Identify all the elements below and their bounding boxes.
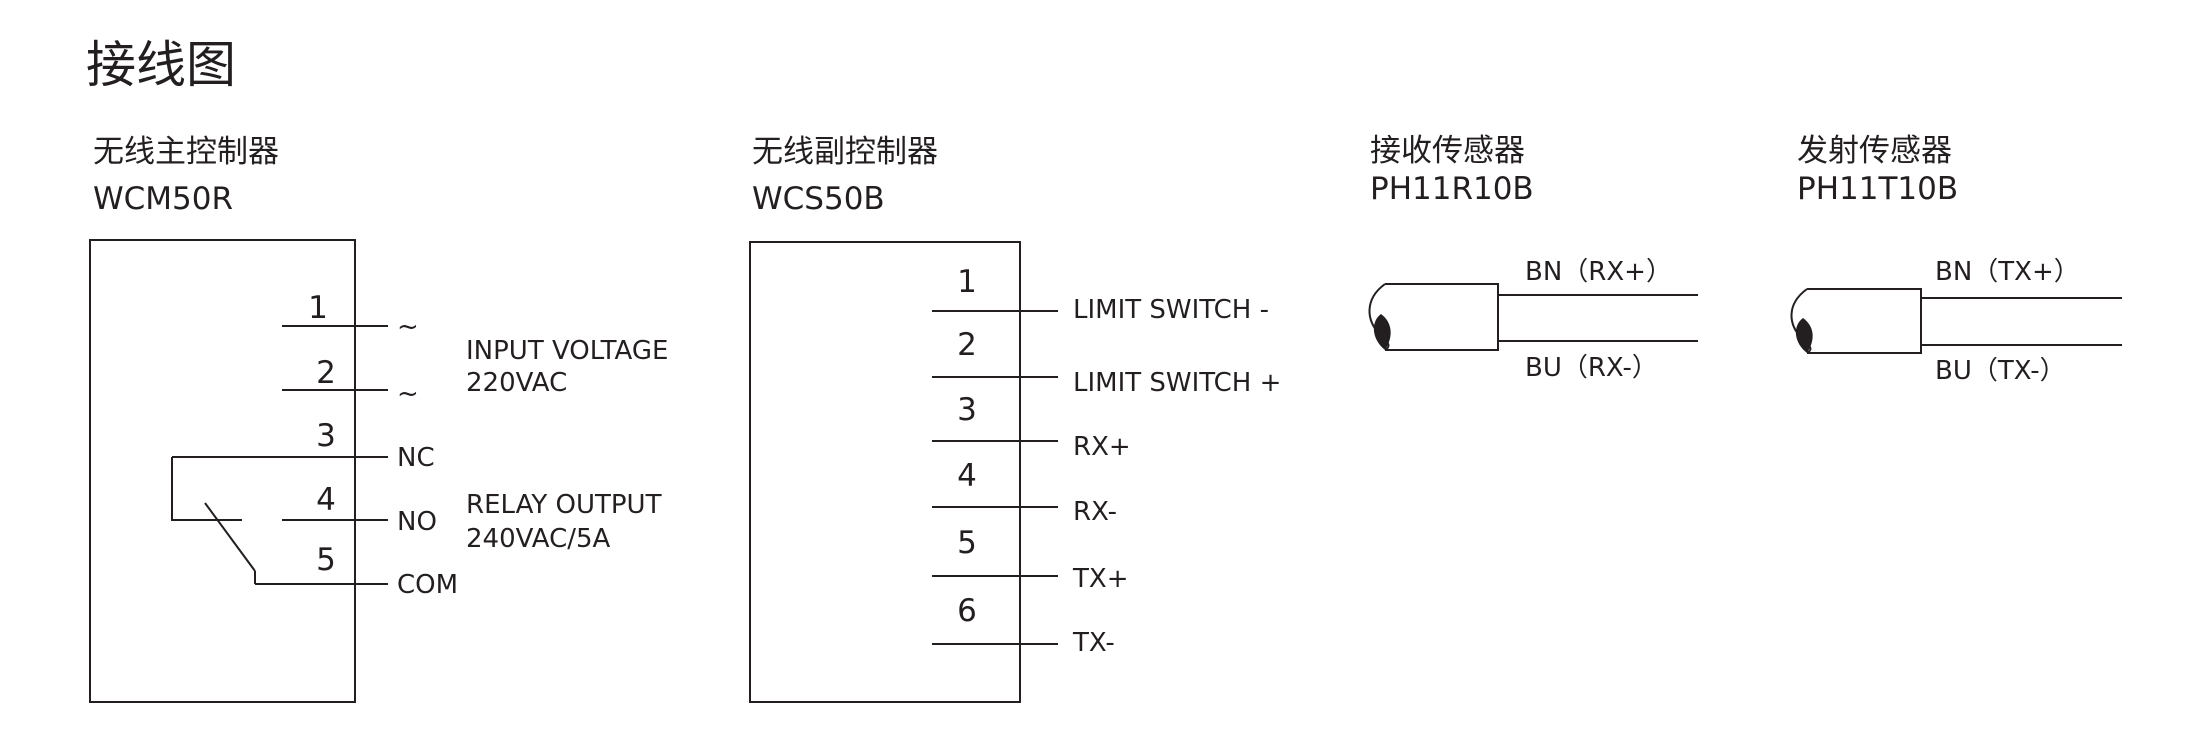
main-terminal-1: 1: [308, 290, 328, 326]
sub-signal-tx-minus: TX-: [1072, 628, 1115, 658]
sub-terminal-3: 3: [957, 392, 977, 428]
sub-signal-rx-minus: RX-: [1073, 497, 1117, 527]
relay-switch-blade: [204, 502, 256, 572]
main-controller: 无线主控制器 WCM50R 1 2 3 4 5 ~ ~ NC NO COM IN…: [89, 134, 668, 703]
input-voltage-line2: 220VAC: [466, 368, 567, 398]
receiver-sensor-model: PH11R10B: [1370, 171, 1534, 207]
emitter-sensor-name: 发射传感器: [1797, 133, 1952, 169]
tilde-2: ~: [397, 379, 419, 409]
receiver-wire-bottom-label: BU（RX-）: [1525, 353, 1658, 383]
emitter-sensor-model: PH11T10B: [1797, 171, 1958, 207]
sub-controller: 无线副控制器 WCS50B 1 2 3 4 5 6 LIMIT SWITCH -…: [749, 134, 1281, 703]
sub-terminal-5: 5: [957, 525, 977, 561]
page-title: 接线图: [86, 36, 236, 94]
sub-signal-limit-switch-plus: LIMIT SWITCH +: [1073, 368, 1281, 398]
emitter-cable-cut-icon: [1795, 318, 1813, 353]
main-terminal-5: 5: [316, 542, 336, 578]
relay-nc-wire: [171, 457, 242, 521]
emitter-cable-icon: [1790, 288, 1922, 354]
sub-terminal-4: 4: [957, 458, 977, 494]
sub-controller-name: 无线副控制器: [752, 134, 938, 170]
sub-signal-rx-plus: RX+: [1073, 432, 1131, 462]
com-label: COM: [397, 570, 458, 600]
sub-signal-limit-switch-minus: LIMIT SWITCH -: [1073, 295, 1269, 325]
emitter-cable-jacket: [1807, 288, 1922, 354]
main-controller-model: WCM50R: [93, 181, 233, 217]
receiver-cable-icon: [1368, 283, 1499, 351]
emitter-wire-top-label: BN（TX+）: [1935, 257, 2080, 287]
receiver-wire-top-label: BN（RX+）: [1525, 257, 1672, 287]
no-label: NO: [397, 507, 437, 537]
input-voltage-line1: INPUT VOLTAGE: [466, 336, 668, 366]
receiver-sensor: 接收传感器 PH11R10B BN（RX+） BU（RX-）: [1368, 133, 1698, 383]
main-controller-name: 无线主控制器: [93, 134, 279, 170]
relay-output-line2: 240VAC/5A: [466, 524, 611, 554]
receiver-cable-jacket: [1385, 283, 1499, 351]
emitter-wire-bottom-label: BU（TX-）: [1935, 356, 2066, 386]
main-controller-box: [89, 239, 356, 703]
emitter-sensor: 发射传感器 PH11T10B BN（TX+） BU（TX-）: [1790, 133, 2122, 386]
receiver-cable-cut-icon: [1373, 314, 1391, 350]
main-terminal-3: 3: [316, 418, 336, 454]
sub-controller-box: [749, 241, 1021, 703]
sub-signal-tx-plus: TX+: [1072, 564, 1128, 594]
sub-terminal-1: 1: [957, 264, 977, 300]
main-terminal-4: 4: [316, 482, 336, 518]
main-terminal-2: 2: [316, 355, 336, 391]
receiver-sensor-name: 接收传感器: [1370, 133, 1525, 169]
sub-terminal-6: 6: [957, 593, 977, 629]
nc-label: NC: [397, 443, 435, 473]
tilde-1: ~: [397, 312, 419, 342]
sub-terminal-2: 2: [957, 327, 977, 363]
sub-controller-model: WCS50B: [752, 181, 885, 217]
relay-output-line1: RELAY OUTPUT: [466, 490, 662, 520]
